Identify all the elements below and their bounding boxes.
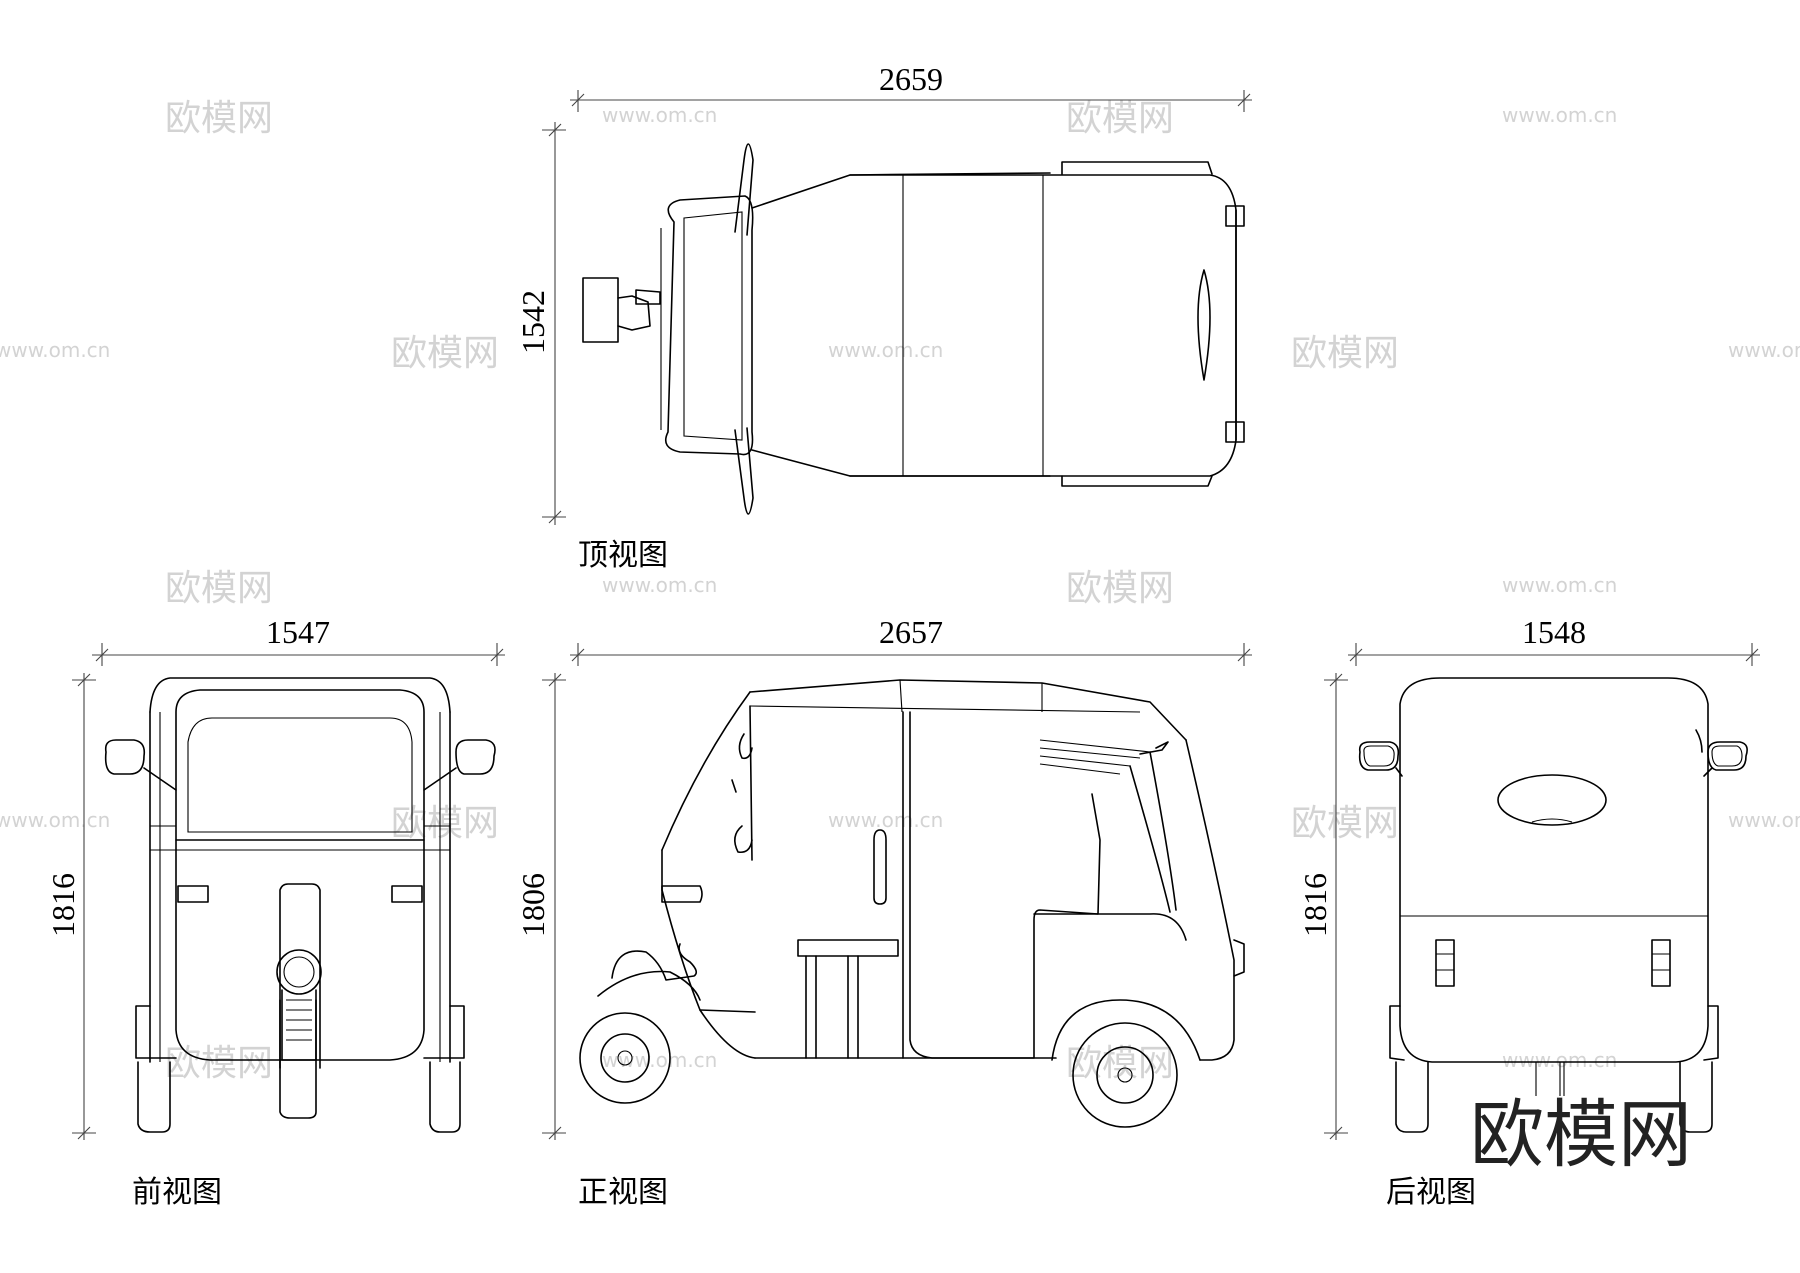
watermark-brand: 欧模网 — [1066, 568, 1174, 609]
watermark-url: www.om.cn — [0, 338, 110, 362]
watermark-url: www.om.cn — [602, 1048, 717, 1072]
watermark-brand: 欧模网 — [165, 1043, 273, 1084]
watermark-url: www.om.cn — [1502, 103, 1617, 127]
watermark-url: www.om.cn — [1502, 573, 1617, 597]
watermark-url: www.om.cn — [1728, 338, 1800, 362]
front-vehicle — [104, 677, 496, 1133]
front-view-caption: 前视图 — [132, 1175, 222, 1210]
side-view: 2657 1806 — [515, 614, 1252, 1210]
watermark-logo: 欧模网 — [1470, 1092, 1692, 1178]
rear-width-dimension: 1548 — [1348, 614, 1760, 666]
front-view: 1547 1816 — [45, 614, 505, 1210]
watermark-url: www.om.cn — [602, 573, 717, 597]
front-width-label: 1547 — [266, 614, 330, 650]
side-height-label: 1806 — [515, 873, 551, 937]
rear-height-label: 1816 — [1297, 873, 1333, 937]
rear-width-label: 1548 — [1522, 614, 1586, 650]
watermark-layer: 欧模网 www.om.cn 欧模网 www.om.cn www.om.cn 欧模… — [0, 98, 1800, 1084]
watermark-url: www.om.cn — [828, 338, 943, 362]
rear-view: 1548 1816 — [1297, 614, 1760, 1210]
rear-height-dimension: 1816 — [1297, 673, 1348, 1140]
watermark-brand: 欧模网 — [391, 333, 499, 374]
watermark-url: www.om.cn — [602, 103, 717, 127]
watermark-brand: 欧模网 — [1066, 98, 1174, 139]
rear-vehicle — [1358, 677, 1748, 1133]
watermark-brand: 欧模网 — [1291, 333, 1399, 374]
watermark-url: www.om.cn — [828, 808, 943, 832]
side-width-label: 2657 — [879, 614, 943, 650]
top-width-dimension: 2659 — [570, 61, 1252, 112]
top-height-label: 1542 — [515, 290, 551, 354]
watermark-brand: 欧模网 — [1291, 803, 1399, 844]
rear-view-caption: 后视图 — [1386, 1175, 1476, 1210]
watermark-brand: 欧模网 — [391, 803, 499, 844]
side-vehicle — [579, 679, 1245, 1128]
front-width-dimension: 1547 — [92, 614, 505, 666]
top-view: 2659 1542 — [515, 61, 1252, 573]
side-view-caption: 正视图 — [578, 1175, 668, 1210]
watermark-brand: 欧模网 — [165, 98, 273, 139]
side-width-dimension: 2657 — [570, 614, 1252, 666]
front-height-label: 1816 — [45, 873, 81, 937]
watermark-url: www.om.cn — [0, 808, 110, 832]
side-height-dimension: 1806 — [515, 673, 566, 1140]
watermark-brand: 欧模网 — [165, 568, 273, 609]
top-height-dimension: 1542 — [515, 122, 566, 525]
front-height-dimension: 1816 — [45, 673, 96, 1140]
top-width-label: 2659 — [879, 61, 943, 97]
watermark-url: www.om.cn — [1728, 808, 1800, 832]
top-view-caption: 顶视图 — [578, 538, 668, 573]
watermark-brand: 欧模网 — [1066, 1043, 1174, 1084]
top-vehicle — [582, 143, 1245, 515]
